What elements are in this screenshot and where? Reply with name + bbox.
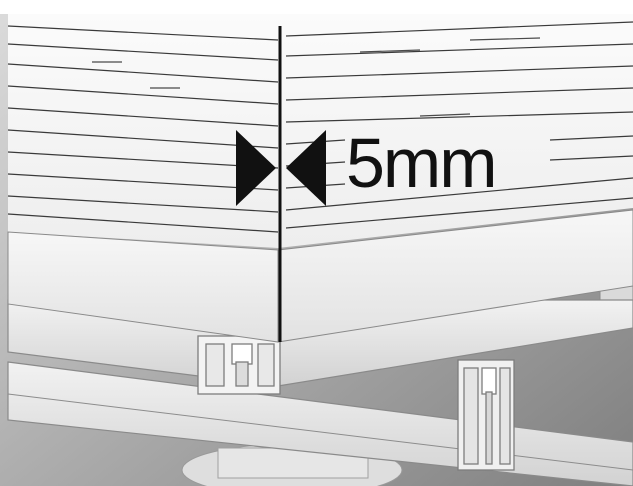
board-joints [92,37,541,117]
profile-section-right [457,359,515,471]
board-lines [7,21,633,233]
lower-rail-line [7,393,633,471]
left-arrow-icon [236,130,276,206]
gap-dimension-label: 5mm [346,124,498,202]
right-arrow-icon [286,130,326,206]
profile-section-left [197,335,281,395]
deck-surface [8,14,633,248]
background-top-band [0,0,633,14]
deck-right-edge [277,209,633,343]
